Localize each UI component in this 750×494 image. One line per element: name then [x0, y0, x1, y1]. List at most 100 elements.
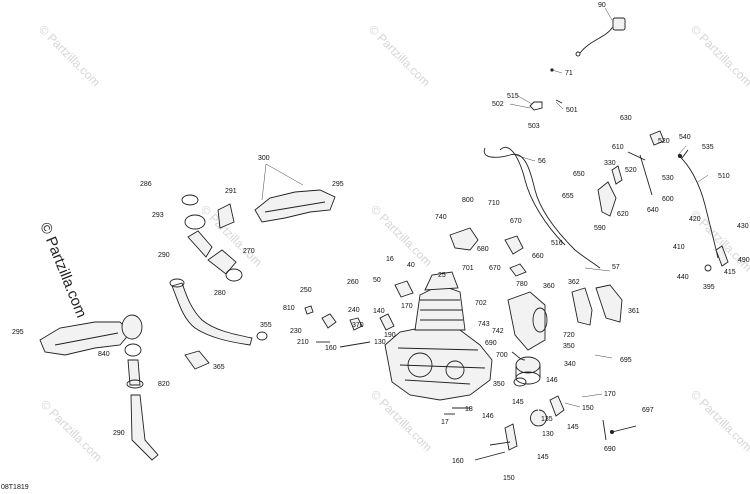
callout-415: 415 [724, 269, 736, 276]
callout-510: 510 [718, 173, 730, 180]
callout-670: 670 [489, 265, 501, 272]
callouts: 90 71 515 502 501 503 630 540 535 520 61… [12, 2, 750, 482]
watermark: © Partzilla.com [688, 22, 750, 89]
callout-700: 700 [496, 352, 508, 359]
callout-57: 57 [612, 264, 620, 271]
callout-660: 660 [532, 253, 544, 260]
callout-710: 710 [488, 200, 500, 207]
callout-295: 295 [332, 181, 344, 188]
callout-286: 286 [140, 181, 152, 188]
callout-230: 230 [290, 328, 302, 335]
callout-135: 135 [541, 416, 553, 423]
callout-17: 17 [441, 419, 449, 426]
callout-515: 515 [507, 93, 519, 100]
callout-16: 16 [386, 256, 394, 263]
callout-620: 620 [617, 211, 629, 218]
callout-260: 260 [347, 279, 359, 286]
watermarks: © Partzilla.com © Partzilla.com © Partzi… [36, 22, 750, 464]
callout-535: 535 [702, 144, 714, 151]
callout-810: 810 [283, 305, 295, 312]
callout-640: 640 [647, 207, 659, 214]
callout-170: 170 [604, 391, 616, 398]
leader-lines [261, 7, 709, 408]
parts-artwork [39, 17, 729, 461]
callout-680: 680 [477, 246, 489, 253]
watermark: © Partzilla.com [368, 202, 435, 269]
callout-190: 190 [384, 332, 396, 339]
callout-145: 145 [537, 454, 549, 461]
callout-410: 410 [673, 244, 685, 251]
callout-240: 240 [348, 307, 360, 314]
callout-293: 293 [152, 212, 164, 219]
callout-701: 701 [462, 265, 474, 272]
callout-25: 25 [438, 272, 446, 279]
callout-340: 340 [564, 361, 576, 368]
callout-530: 530 [662, 175, 674, 182]
callout-210: 210 [297, 339, 309, 346]
callout-130: 130 [542, 431, 554, 438]
diagram-code: 08T1819 [1, 484, 29, 491]
watermark: © Partzilla.com [36, 22, 103, 89]
callout-145: 145 [512, 399, 524, 406]
callout-540: 540 [679, 134, 691, 141]
callout-250: 250 [300, 287, 312, 294]
callout-300: 300 [258, 155, 270, 162]
callout-146: 146 [546, 377, 558, 384]
callout-800: 800 [462, 197, 474, 204]
callout-690: 690 [604, 446, 616, 453]
callout-18: 18 [465, 406, 473, 413]
callout-160: 160 [452, 458, 464, 465]
callout-280: 280 [214, 290, 226, 297]
callout-362: 362 [568, 279, 580, 286]
callout-440: 440 [677, 274, 689, 281]
callout-520: 520 [658, 138, 670, 145]
callout-520: 520 [625, 167, 637, 174]
callout-40: 40 [407, 262, 415, 269]
callout-290: 290 [113, 430, 125, 437]
callout-430: 430 [737, 223, 749, 230]
callout-290: 290 [158, 252, 170, 259]
callout-330: 330 [604, 160, 616, 167]
watermark: © Partzilla.com [38, 397, 105, 464]
callout-146: 146 [482, 413, 494, 420]
callout-71: 71 [565, 70, 573, 77]
callout-365: 365 [213, 364, 225, 371]
callout-140: 140 [373, 308, 385, 315]
callout-145: 145 [567, 424, 579, 431]
callout-370: 370 [352, 322, 364, 329]
callout-270: 270 [243, 248, 255, 255]
callout-56: 56 [538, 158, 546, 165]
callout-820: 820 [158, 381, 170, 388]
callout-670: 670 [510, 218, 522, 225]
callout-610: 610 [612, 144, 624, 151]
callout-590: 590 [594, 225, 606, 232]
callout-501: 501 [566, 107, 578, 114]
callout-90: 90 [598, 2, 606, 9]
callout-160: 160 [325, 345, 337, 352]
watermark-large: © Partzilla.com [36, 220, 90, 320]
callout-650: 650 [573, 171, 585, 178]
callout-655: 655 [562, 193, 574, 200]
callout-420: 420 [689, 216, 701, 223]
callout-291: 291 [225, 188, 237, 195]
callout-350: 350 [493, 381, 505, 388]
callout-170: 170 [401, 303, 413, 310]
callout-361: 361 [628, 308, 640, 315]
callout-130: 130 [374, 339, 386, 346]
callout-295: 295 [12, 329, 24, 336]
callout-840: 840 [98, 351, 110, 358]
callout-600: 600 [662, 196, 674, 203]
watermark: © Partzilla.com [688, 387, 750, 454]
callout-360: 360 [543, 283, 555, 290]
callout-630: 630 [620, 115, 632, 122]
callout-702: 702 [475, 300, 487, 307]
callout-697: 697 [642, 407, 654, 414]
callout-690: 690 [485, 340, 497, 347]
callout-695: 695 [620, 357, 632, 364]
callout-150: 150 [582, 405, 594, 412]
callout-502: 502 [492, 101, 504, 108]
callout-355: 355 [260, 322, 272, 329]
callout-150: 150 [503, 475, 515, 482]
callout-516: 516 [551, 240, 563, 247]
